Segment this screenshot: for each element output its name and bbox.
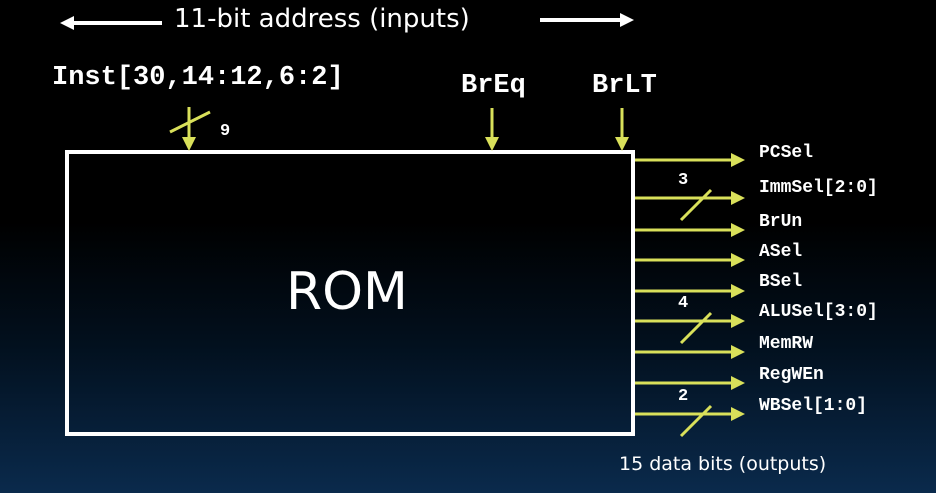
breq-input-wire [485, 108, 499, 151]
output-label: MemRW [759, 334, 814, 354]
output-bit-width: 2 [678, 387, 689, 406]
address-left-arrowhead [60, 16, 74, 30]
output-label: BrUn [759, 212, 803, 232]
inst-input-wire [169, 107, 211, 151]
output-label: BSel [759, 272, 803, 292]
output-bit-width: 3 [678, 171, 689, 190]
output-label: WBSel[1:0] [759, 396, 868, 416]
output-label: ImmSel[2:0] [759, 178, 878, 198]
output-wire-1 [635, 188, 745, 222]
brlt-input-label: BrLT [592, 71, 657, 101]
output-wire-6 [635, 345, 745, 359]
output-wire-0 [635, 153, 745, 167]
output-wire-3 [635, 253, 745, 267]
output-label: ALUSel[3:0] [759, 302, 878, 322]
rom-label: ROM [286, 262, 408, 322]
brlt-input-wire [615, 108, 629, 151]
inst-bit-width: 9 [220, 122, 231, 141]
output-wire-2 [635, 223, 745, 237]
output-wire-5 [635, 311, 745, 345]
breq-input-label: BrEq [461, 71, 526, 101]
address-title: 11-bit address (inputs) [174, 4, 470, 34]
output-wire-4 [635, 284, 745, 298]
address-right-arrowhead [620, 13, 634, 27]
output-label: PCSel [759, 143, 814, 163]
output-wire-7 [635, 376, 745, 390]
outputs-note: 15 data bits (outputs) [619, 453, 827, 475]
rom-box [65, 150, 635, 436]
inst-input-label: Inst[30,14:12,6:2] [52, 63, 344, 93]
output-bit-width: 4 [678, 294, 689, 313]
output-label: RegWEn [759, 365, 824, 385]
output-wire-8 [635, 404, 745, 438]
output-label: ASel [759, 242, 803, 262]
